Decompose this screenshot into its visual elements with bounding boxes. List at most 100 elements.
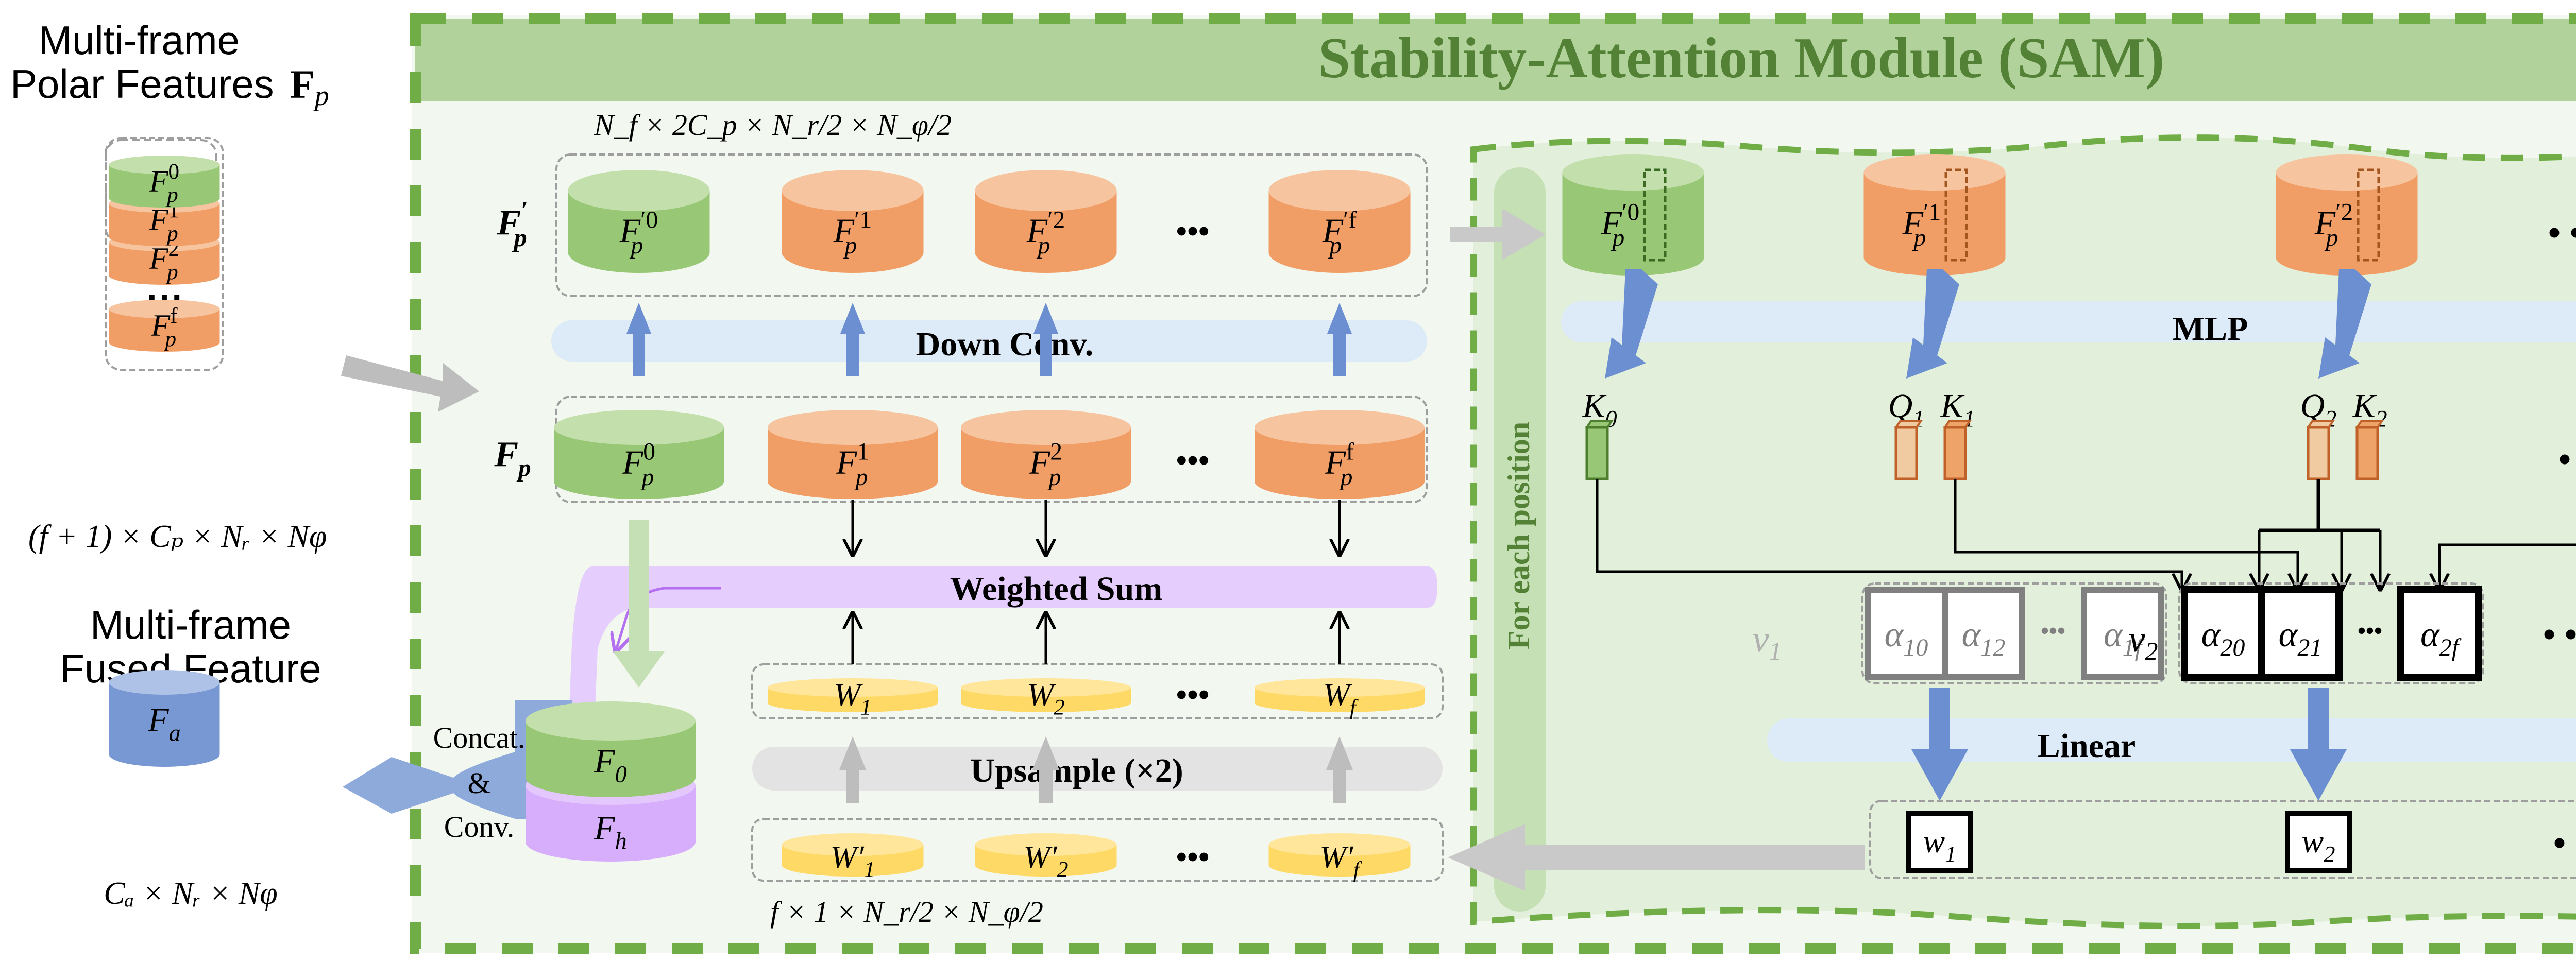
concat-label: Concat. bbox=[433, 721, 526, 754]
concat-conv-arrow bbox=[343, 700, 572, 819]
sam-title: Stability-Attention Module (SAM) bbox=[1318, 26, 2165, 90]
wprime-cylinder bbox=[975, 833, 1117, 877]
position-slice-icon bbox=[1944, 168, 1968, 262]
input-stack-cylinder bbox=[109, 156, 220, 208]
fprime-row-box bbox=[555, 153, 1428, 297]
w-cylinder bbox=[768, 678, 938, 712]
linear-label: Linear bbox=[2038, 727, 2136, 765]
w-cylinder bbox=[961, 678, 1131, 712]
mlp-arrow bbox=[1605, 269, 1658, 379]
attention-weight-label: α21 bbox=[2279, 615, 2323, 661]
k1-connector bbox=[1954, 479, 2298, 590]
upsample-arrow bbox=[1326, 736, 1353, 803]
upsample-label: Upsample (×2) bbox=[970, 752, 1183, 789]
key-label: K2 bbox=[2352, 387, 2387, 432]
fp-cylinder bbox=[961, 410, 1131, 499]
alpha-cell-ellipsis: ••• bbox=[2358, 617, 2382, 644]
attention-input-cylinder bbox=[1562, 154, 1704, 276]
vector-top-face bbox=[1894, 420, 1923, 428]
stability-weight-box bbox=[1906, 811, 1973, 873]
ampersand-label: & bbox=[467, 766, 490, 800]
key-vector bbox=[2355, 426, 2379, 480]
key-vector bbox=[1585, 426, 1609, 480]
position-slice-icon bbox=[1643, 168, 1667, 262]
fh-label: Fh bbox=[594, 810, 626, 854]
fp-ellipsis: ••• bbox=[1176, 443, 1209, 478]
wprime-dims: f × 1 × N_r/2 × N_φ/2 bbox=[770, 895, 1043, 929]
attention-weight-label: α12 bbox=[1962, 615, 2006, 661]
attention-weight-cell bbox=[2258, 586, 2343, 681]
value-label: v1 bbox=[1753, 619, 1782, 665]
f0-cylinder bbox=[526, 701, 696, 797]
down-conv-arrow bbox=[1327, 303, 1352, 376]
output-feature-group: Multi-frame Fused Feature Fa Cₐ × Nᵣ × N… bbox=[60, 602, 321, 911]
w-cylinder bbox=[1255, 678, 1425, 712]
attention-input-cylinder bbox=[2276, 154, 2418, 276]
qk-ellipsis: • • • bbox=[2558, 440, 2576, 479]
fprime-cylinder bbox=[975, 170, 1117, 273]
position-slice-icon bbox=[2357, 168, 2380, 262]
down-conv-arrow bbox=[1033, 303, 1058, 376]
sam-outer-dashed-frame bbox=[410, 13, 2576, 954]
q2-split-line bbox=[2259, 479, 2380, 532]
down-conv-label: Down Conv. bbox=[916, 325, 1094, 363]
attention-weight-label: α2f bbox=[2420, 615, 2462, 661]
value-label: v2 bbox=[2129, 619, 2158, 665]
w-ellipsis: ••• bbox=[1176, 678, 1209, 713]
down-conv-band bbox=[551, 320, 1427, 362]
wprime-label: W′1 bbox=[831, 840, 875, 882]
wprime-ellipsis: ••• bbox=[1176, 840, 1209, 875]
attention-weight-cell bbox=[2397, 586, 2482, 681]
upsample-arrow bbox=[1032, 736, 1059, 803]
fp0-to-f0-arrow bbox=[613, 520, 665, 688]
attention-weight-label: α1f bbox=[2104, 615, 2145, 661]
stability-weight-label: w1 bbox=[1923, 823, 1956, 867]
fprime-row-label: F′p bbox=[497, 196, 529, 252]
upsample-band bbox=[752, 747, 1443, 791]
vector-top-face bbox=[1585, 420, 1614, 428]
upsample-arrow bbox=[839, 736, 866, 803]
wprime-cylinder bbox=[782, 833, 924, 877]
input-to-sam-arrow bbox=[341, 355, 479, 412]
fprime-ellipsis: ••• bbox=[1176, 214, 1209, 249]
input-dims: (f + 1) × Cₚ × Nᵣ × Nφ bbox=[28, 519, 327, 554]
input-stack-ellipsis: ▪ ▪ ▪ bbox=[148, 285, 181, 308]
w-row-box bbox=[751, 663, 1444, 719]
mlp-label: MLP bbox=[2173, 310, 2248, 348]
output-cylinder-fa bbox=[109, 670, 220, 767]
k0-connector bbox=[1596, 479, 2182, 590]
attention-weight-cell bbox=[1865, 587, 1948, 680]
attention-weight-label: α20 bbox=[2201, 615, 2245, 661]
fprime-cylinder bbox=[1268, 170, 1411, 273]
kf-connector bbox=[2439, 543, 2576, 590]
stability-weight-box bbox=[2285, 811, 2352, 873]
mlp-arrow bbox=[2318, 269, 2371, 379]
fp-cylinder bbox=[554, 410, 724, 499]
w-boxes-ellipsis: • • • bbox=[2553, 823, 2576, 863]
attention-weight-cell bbox=[1942, 587, 2025, 680]
for-each-position-label: For each position bbox=[1502, 422, 1536, 649]
conv-label: Conv. bbox=[444, 810, 514, 844]
w-label: W1 bbox=[834, 678, 871, 719]
fp-row-label: Fp bbox=[494, 435, 531, 482]
wprime-row-box bbox=[751, 818, 1444, 882]
linear-band bbox=[1767, 718, 2576, 762]
weighted-sum-label: Weighted Sum bbox=[950, 570, 1163, 608]
attention-weight-cell bbox=[2081, 587, 2164, 680]
alpha-groups-ellipsis: • • • bbox=[2543, 615, 2576, 655]
mlp-band bbox=[1561, 301, 2576, 342]
linear-arrow bbox=[2290, 688, 2347, 801]
query-vector bbox=[1894, 426, 1918, 480]
attention-weight-cell bbox=[2181, 586, 2265, 681]
vector-top-face bbox=[1943, 420, 1972, 428]
